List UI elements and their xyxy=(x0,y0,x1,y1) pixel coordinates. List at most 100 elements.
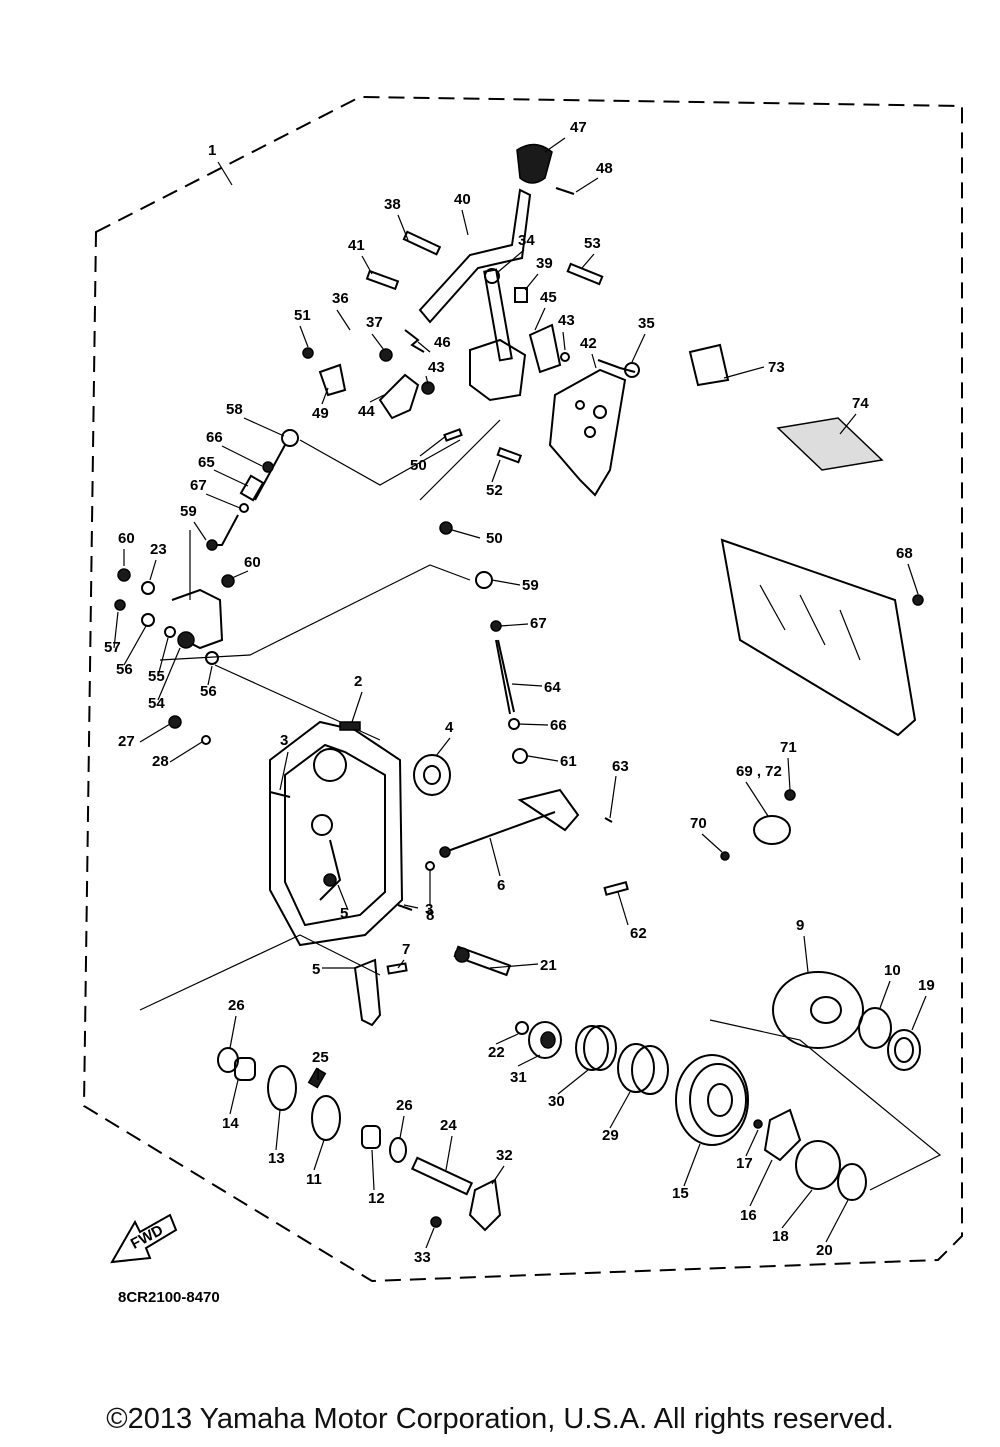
callout-7: 7 xyxy=(402,941,410,958)
parts-diagram: FWD 1 2 3 3 4 5 5 6 7 8 9 10 11 12 13 14… xyxy=(82,95,963,1306)
callout-18: 18 xyxy=(772,1228,789,1245)
callout-17: 17 xyxy=(736,1155,753,1172)
callout-12: 12 xyxy=(368,1190,385,1207)
callout-66: 66 xyxy=(206,429,223,446)
callout-61: 61 xyxy=(560,753,577,770)
callout-29: 29 xyxy=(602,1127,619,1144)
callout-15: 15 xyxy=(672,1185,689,1202)
callout-44: 44 xyxy=(358,403,375,420)
callout-60: 60 xyxy=(244,554,261,571)
callout-55: 55 xyxy=(148,668,165,685)
callout-43: 43 xyxy=(558,312,575,329)
callout-39: 39 xyxy=(536,255,553,272)
shift-rod xyxy=(425,639,629,896)
callout-63: 63 xyxy=(612,758,629,775)
left-bracket xyxy=(114,568,235,745)
callout-32: 32 xyxy=(496,1147,513,1164)
callout-38: 38 xyxy=(384,196,401,213)
callout-45: 45 xyxy=(540,289,557,306)
lower-drive-parts xyxy=(453,945,921,1201)
callout-52: 52 xyxy=(486,482,503,499)
lever-arm xyxy=(483,268,513,362)
callout-57: 57 xyxy=(104,639,121,656)
callout-labels: 1 2 3 3 4 5 5 6 7 8 9 10 11 12 13 14 15 … xyxy=(104,119,935,1266)
bearing xyxy=(413,754,451,796)
callout-69-72: 69 , 72 xyxy=(736,763,782,780)
callout-26: 26 xyxy=(396,1097,413,1114)
callout-50: 50 xyxy=(410,457,427,474)
callout-28: 28 xyxy=(152,753,169,770)
leader-lines xyxy=(113,137,927,1249)
callout-40: 40 xyxy=(454,191,471,208)
callout-65: 65 xyxy=(198,454,215,471)
callout-36: 36 xyxy=(332,290,349,307)
assembly-boundary xyxy=(82,95,963,1283)
shift-knob xyxy=(516,143,553,184)
callout-56: 56 xyxy=(200,683,217,700)
link-plate xyxy=(378,373,420,420)
callout-48: 48 xyxy=(596,160,613,177)
callout-58: 58 xyxy=(226,401,243,418)
callout-33: 33 xyxy=(414,1249,431,1266)
callout-6: 6 xyxy=(497,877,505,894)
callout-3: 3 xyxy=(425,901,433,918)
callout-50: 50 xyxy=(486,530,503,547)
callout-13: 13 xyxy=(268,1150,285,1167)
callout-74: 74 xyxy=(852,395,869,412)
callout-19: 19 xyxy=(918,977,935,994)
callout-22: 22 xyxy=(488,1044,505,1061)
callout-59: 59 xyxy=(522,577,539,594)
callout-30: 30 xyxy=(548,1093,565,1110)
callout-37: 37 xyxy=(366,314,383,331)
cam-plate xyxy=(528,323,562,374)
callout-51: 51 xyxy=(294,307,311,324)
lever-bracket xyxy=(469,338,527,402)
callout-49: 49 xyxy=(312,405,329,422)
callout-31: 31 xyxy=(510,1069,527,1086)
callout-68: 68 xyxy=(896,545,913,562)
callout-8: 8 xyxy=(426,907,434,924)
callout-11: 11 xyxy=(306,1171,322,1188)
bushing xyxy=(484,268,500,284)
callout-5: 5 xyxy=(340,905,348,922)
callout-64: 64 xyxy=(544,679,561,696)
callout-5: 5 xyxy=(312,961,320,978)
chain-case-cover xyxy=(269,720,413,947)
right-side-parts xyxy=(688,343,924,861)
knob-pin xyxy=(555,187,575,195)
callout-35: 35 xyxy=(638,315,655,332)
callout-24: 24 xyxy=(440,1117,457,1134)
left-lower-gears xyxy=(217,1047,502,1232)
callout-59: 59 xyxy=(180,503,197,520)
callout-67: 67 xyxy=(190,477,207,494)
callout-25: 25 xyxy=(312,1049,329,1066)
diagram-code: 8CR2100-8470 xyxy=(118,1289,220,1306)
callout-26: 26 xyxy=(228,997,245,1014)
callout-34: 34 xyxy=(518,232,535,249)
callout-1: 1 xyxy=(208,142,216,159)
callout-10: 10 xyxy=(884,962,901,979)
reference-lines xyxy=(139,419,942,1191)
callout-4: 4 xyxy=(445,719,454,736)
callout-53: 53 xyxy=(584,235,601,252)
callout-3: 3 xyxy=(280,732,288,749)
collar xyxy=(514,287,528,303)
chain-tensioner xyxy=(353,958,408,1027)
callout-9: 9 xyxy=(796,917,804,934)
callout-2: 2 xyxy=(354,673,362,690)
callout-23: 23 xyxy=(150,541,167,558)
callout-66: 66 xyxy=(550,717,567,734)
callout-73: 73 xyxy=(768,359,785,376)
callout-67: 67 xyxy=(530,615,547,632)
copyright-notice: ©2013 Yamaha Motor Corporation, U.S.A. A… xyxy=(106,1403,894,1435)
callout-56: 56 xyxy=(116,661,133,678)
callout-70: 70 xyxy=(690,815,707,832)
callout-54: 54 xyxy=(148,695,165,712)
callout-46: 46 xyxy=(434,334,451,351)
callout-27: 27 xyxy=(118,733,135,750)
callout-47: 47 xyxy=(570,119,587,136)
callout-20: 20 xyxy=(816,1242,833,1259)
shift-plate xyxy=(548,368,627,497)
callout-16: 16 xyxy=(740,1207,757,1224)
callout-41: 41 xyxy=(348,237,365,254)
